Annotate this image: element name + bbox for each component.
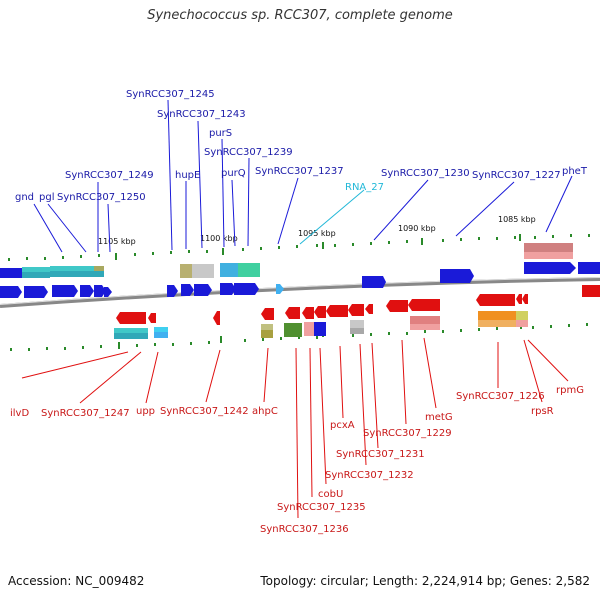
reverse-genes <box>116 294 528 325</box>
gene-label-ahpc: ahpC <box>252 406 278 417</box>
leader-line-rna <box>299 189 365 245</box>
feature-bars-top <box>0 243 600 288</box>
scale-label-1085: 1085 kbp <box>498 215 536 224</box>
map-title: Synechococcus sp. RCC307, complete genom… <box>147 8 453 23</box>
leader-lines-bottom <box>21 337 569 519</box>
scale-label-1095: 1095 kbp <box>298 229 336 238</box>
gene-label-rpsr: rpsR <box>531 406 554 417</box>
gene-label-hupe: hupE <box>175 170 200 181</box>
scale-label-1100: 1100 kbp <box>200 234 238 243</box>
gene-label-synrcc307-1243: SynRCC307_1243 <box>157 109 246 120</box>
outer-tick-ring <box>8 234 590 261</box>
gene-label-synrcc307-1232: SynRCC307_1232 <box>325 470 414 481</box>
gene-label-synrcc307-1226: SynRCC307_1226 <box>456 391 545 402</box>
accession-text: Accession: NC_009482 <box>8 574 145 588</box>
gene-label-rna-27: RNA_27 <box>345 182 384 193</box>
gene-label-cobu: cobU <box>318 489 343 500</box>
leader-lines-top <box>33 99 573 253</box>
gene-label-synrcc307-1230: SynRCC307_1230 <box>381 168 470 179</box>
gene-label-synrcc307-1249: SynRCC307_1249 <box>65 170 154 181</box>
feature-bars-bottom <box>114 311 528 339</box>
gene-label-synrcc307-1237: SynRCC307_1237 <box>255 166 344 177</box>
scale-label-1090: 1090 kbp <box>398 224 436 233</box>
gene-label-synrcc307-1229: SynRCC307_1229 <box>363 428 452 439</box>
bottom-gene-labels: ilvD SynRCC307_1247 upp SynRCC307_1242 a… <box>10 385 584 535</box>
gene-label-ilvd: ilvD <box>10 408 29 419</box>
gene-label-synrcc307-1247: SynRCC307_1247 <box>41 408 130 419</box>
gene-label-gnd: gnd <box>15 192 34 203</box>
gene-label-metg: metG <box>425 412 453 423</box>
top-gene-labels: gnd pgl SynRCC307_1249 SynRCC307_1250 Sy… <box>15 89 588 203</box>
gene-label-rpmg: rpmG <box>556 385 584 396</box>
gene-label-synrcc307-1242: SynRCC307_1242 <box>160 406 249 417</box>
gene-label-pcxa: pcxA <box>330 420 355 431</box>
gene-label-synrcc307-1231: SynRCC307_1231 <box>336 449 425 460</box>
gene-label-synrcc307-1245: SynRCC307_1245 <box>126 89 215 100</box>
topology-summary: Topology: circular; Length: 2,224,914 bp… <box>260 574 590 588</box>
gene-label-synrcc307-1250: SynRCC307_1250 <box>57 192 146 203</box>
gene-label-purq: purQ <box>221 168 246 179</box>
scale-label-1105: 1105 kbp <box>98 237 136 246</box>
gene-label-purs: purS <box>209 128 232 139</box>
gene-label-synrcc307-1227: SynRCC307_1227 <box>472 170 561 181</box>
gene-label-synrcc307-1239: SynRCC307_1239 <box>204 147 293 158</box>
forward-genes <box>0 283 600 298</box>
gene-label-pgl: pgl <box>39 192 54 203</box>
gene-label-synrcc307-1235: SynRCC307_1235 <box>277 502 366 513</box>
gene-label-synrcc307-1236: SynRCC307_1236 <box>260 524 349 535</box>
gene-label-phet: pheT <box>562 166 588 177</box>
genome-backbone <box>0 277 600 308</box>
gene-label-upp: upp <box>136 406 155 417</box>
